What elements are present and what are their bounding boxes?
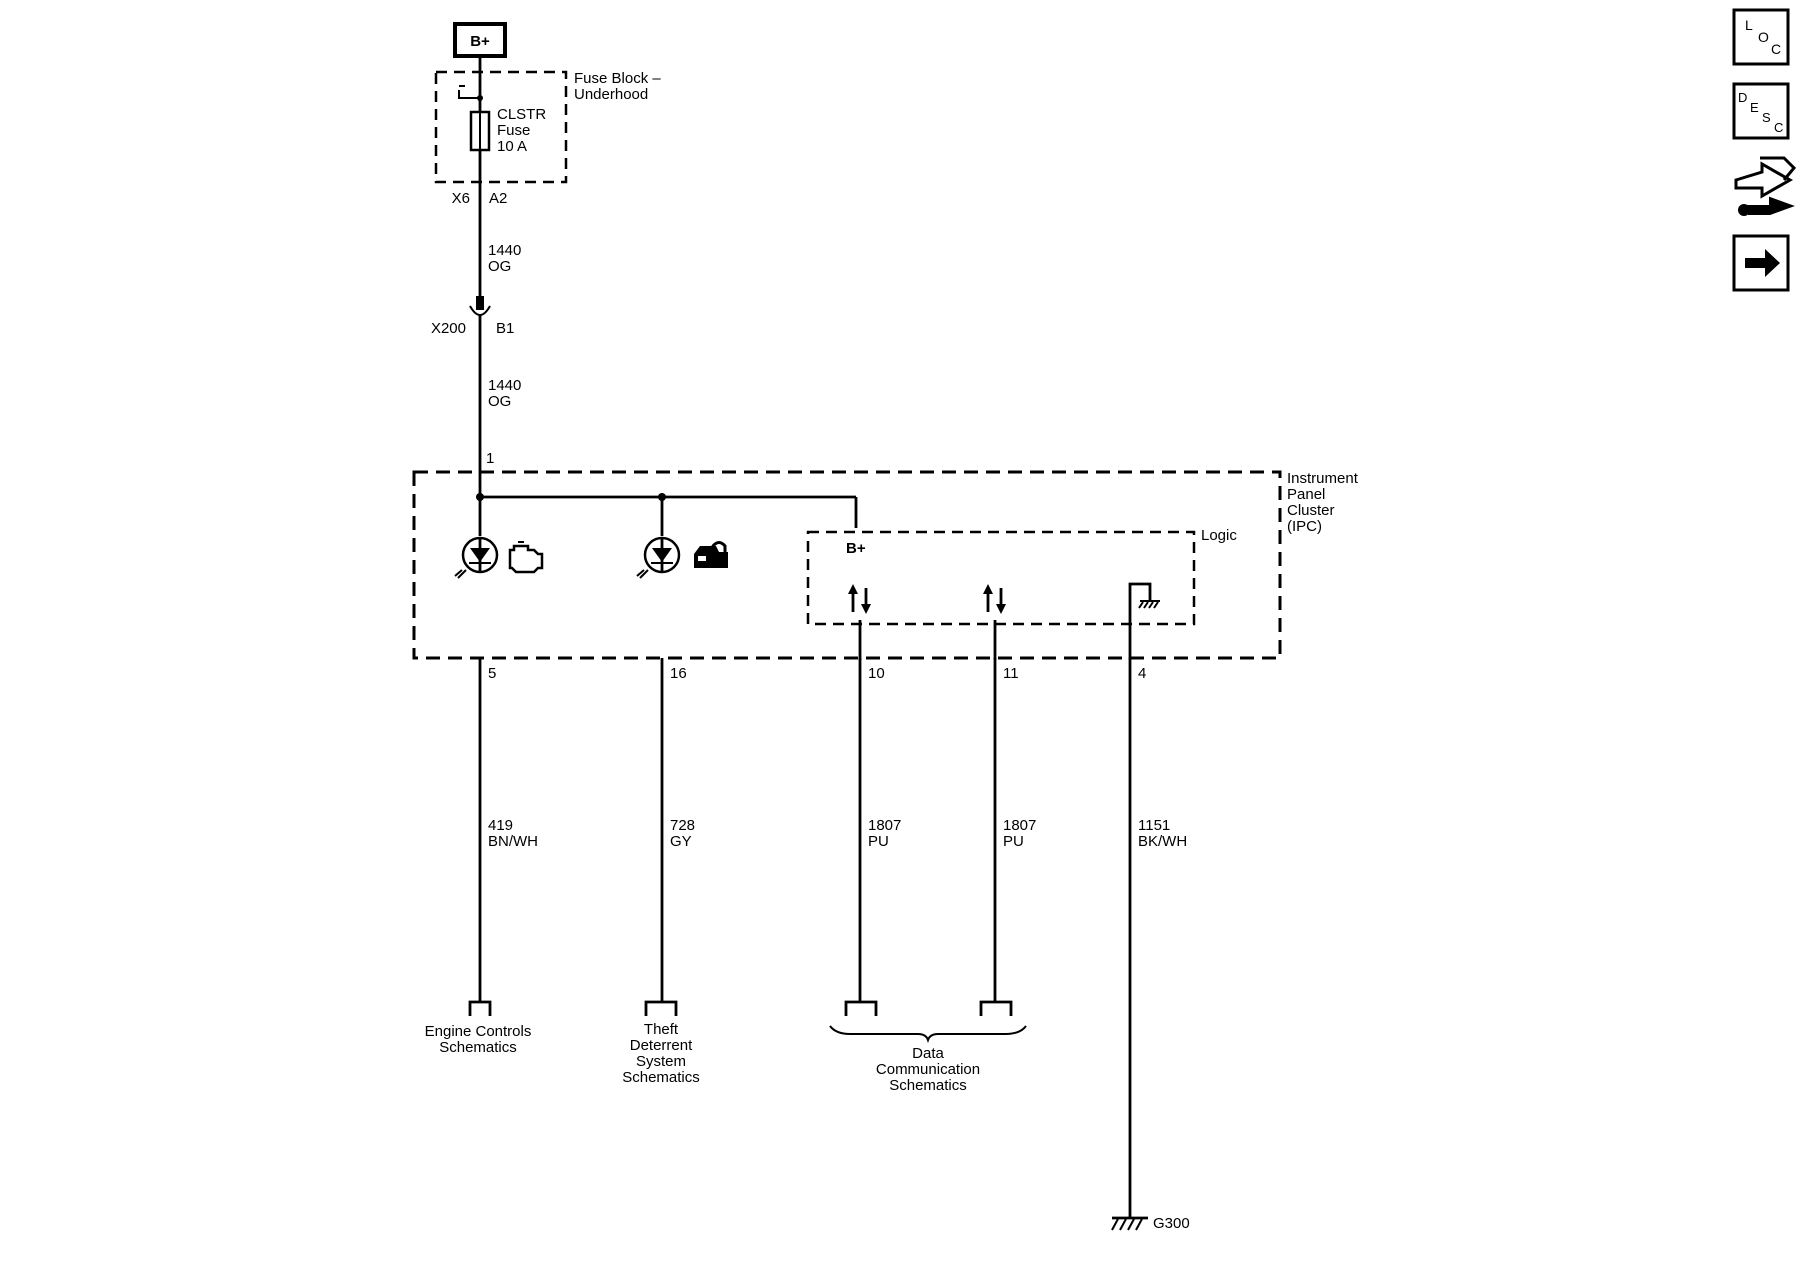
check-engine-icon xyxy=(508,541,544,574)
logic-b-plus-label: B+ xyxy=(846,540,866,557)
svg-text:System: System xyxy=(636,1053,686,1070)
connector-repair-icon[interactable] xyxy=(1734,156,1797,216)
arrow-right-icon[interactable] xyxy=(1732,234,1790,292)
svg-text:C: C xyxy=(1774,120,1783,135)
circuit-number: 1151 xyxy=(1138,817,1170,834)
engine-controls-link[interactable]: Engine Controls Schematics xyxy=(425,1023,532,1056)
b-plus-source: B+ xyxy=(453,22,507,72)
circuit-pin: 10 xyxy=(868,665,885,682)
fuse-connector-id: X6 xyxy=(452,190,470,207)
circuit-number: 1807 xyxy=(868,817,901,834)
svg-text:Schematics: Schematics xyxy=(622,1069,700,1086)
b-plus-label: B+ xyxy=(470,33,490,50)
circuit-color: PU xyxy=(1003,833,1024,850)
circuit-color: GY xyxy=(670,833,692,850)
fuse-connector-pin: A2 xyxy=(489,190,507,207)
circuit-number: 728 xyxy=(670,817,695,834)
svg-text:O: O xyxy=(1758,29,1769,45)
svg-text:Communication: Communication xyxy=(876,1061,980,1078)
ipc-name: Instrument xyxy=(1287,470,1359,487)
circuit-number: 419 xyxy=(488,817,513,834)
logic-label: Logic xyxy=(1201,527,1237,544)
internal-ground-icon xyxy=(1128,582,1160,660)
circuit-color: BN/WH xyxy=(488,833,538,850)
svg-text:Schematics: Schematics xyxy=(439,1039,517,1056)
circuit-color: PU xyxy=(868,833,889,850)
inline-connector-x200: X200 B1 xyxy=(431,296,514,337)
svg-text:Schematics: Schematics xyxy=(889,1077,967,1094)
location-icon[interactable]: L O C xyxy=(1732,8,1790,66)
svg-text:E: E xyxy=(1750,100,1759,115)
wire-lower-color: OG xyxy=(488,393,511,410)
circuit-pin: 16 xyxy=(670,665,687,682)
fuse-block-name: Fuse Block – xyxy=(574,70,661,87)
logic-block: Logic B+ xyxy=(806,527,1237,660)
fuse-name: CLSTR xyxy=(497,106,546,123)
bidirectional-data-icon xyxy=(983,584,1006,614)
circuit-number: 1807 xyxy=(1003,817,1036,834)
circuit-pin: 4 xyxy=(1138,665,1146,682)
svg-text:Deterrent: Deterrent xyxy=(630,1037,693,1054)
ground-g300: G300 xyxy=(1111,1215,1190,1232)
fuse-block-underhood: Fuse Block – Underhood CLSTR Fuse 10 A X… xyxy=(434,70,661,207)
svg-text:(IPC): (IPC) xyxy=(1287,518,1322,535)
output-circuits: 5 419 BN/WH 16 728 GY 10 1807 PU 11 1807… xyxy=(468,658,1187,1218)
svg-text:Cluster: Cluster xyxy=(1287,502,1335,519)
theft-indicator-led xyxy=(636,497,681,579)
ipc-input-pin: 1 xyxy=(486,450,494,467)
circuit-color: BK/WH xyxy=(1138,833,1187,850)
svg-text:D: D xyxy=(1738,90,1747,105)
bidirectional-data-icon xyxy=(848,584,871,614)
fuse-rating: 10 A xyxy=(497,138,527,155)
circuit-pin: 5 xyxy=(488,665,496,682)
svg-text:Data: Data xyxy=(912,1045,944,1062)
svg-text:Fuse: Fuse xyxy=(497,122,530,139)
wire-upper-circuit: 1440 xyxy=(488,242,521,259)
engine-indicator-led xyxy=(454,497,499,579)
svg-text:L: L xyxy=(1745,17,1753,33)
svg-text:Panel: Panel xyxy=(1287,486,1325,503)
svg-text:Underhood: Underhood xyxy=(574,86,648,103)
svg-text:C: C xyxy=(1771,41,1781,57)
svg-text:Theft: Theft xyxy=(644,1021,679,1038)
inline-connector-pin: B1 xyxy=(496,320,514,337)
svg-text:S: S xyxy=(1762,110,1771,125)
inline-connector-id: X200 xyxy=(431,320,466,337)
svg-text:Engine Controls: Engine Controls xyxy=(425,1023,532,1040)
ground-label: G300 xyxy=(1153,1215,1190,1232)
security-lock-car-icon xyxy=(694,541,728,568)
wire-upper-color: OG xyxy=(488,258,511,275)
description-icon[interactable]: D E S C xyxy=(1732,82,1790,140)
fuse-icon xyxy=(469,110,491,152)
instrument-panel-cluster: Instrument Panel Cluster (IPC) xyxy=(412,470,1359,660)
theft-deterrent-link[interactable]: Theft Deterrent System Schematics xyxy=(622,1021,700,1086)
circuit-pin: 11 xyxy=(1003,665,1019,682)
data-communication-link[interactable]: Data Communication Schematics xyxy=(829,1025,1027,1094)
wire-lower-circuit: 1440 xyxy=(488,377,521,394)
